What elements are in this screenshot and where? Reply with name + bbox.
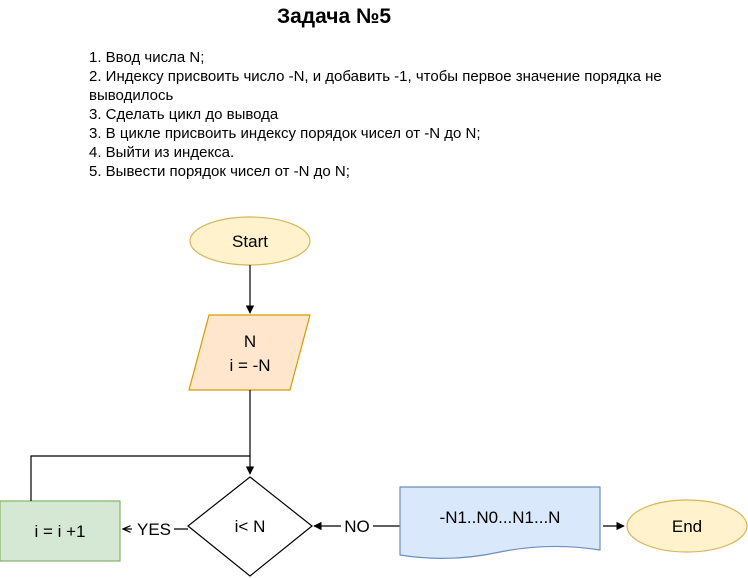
- increment-block: i = i +1: [0, 500, 121, 562]
- input-line-assign: i = -N: [229, 356, 270, 375]
- yes-label-bg: [132, 519, 174, 539]
- end-label: End: [672, 517, 702, 536]
- increment-label: i = i +1: [34, 522, 85, 541]
- step-item: 1. Ввод числа N;: [89, 49, 205, 66]
- no-label: NO: [344, 517, 370, 536]
- decision-label: i< N: [235, 517, 266, 536]
- input-block: N i = -N: [188, 314, 311, 391]
- step-item: 3. Сделать цикл до вывода: [89, 106, 279, 123]
- step-item: 5. Вывести порядок чисел от -N до N;: [89, 163, 350, 180]
- steps-list: 1. Ввод числа N; 2. Индексу присвоить чи…: [89, 48, 699, 181]
- output-label: -N1..N0...N1...N: [440, 508, 561, 527]
- input-line-n: N: [244, 332, 256, 351]
- output-block: -N1..N0...N1...N: [399, 486, 601, 559]
- connector-loop-back: [30, 455, 250, 501]
- yes-label: YES: [137, 520, 171, 539]
- step-item: 2. Индексу присвоить число -N, и добавит…: [89, 68, 662, 104]
- decision-block: i< N: [187, 476, 313, 577]
- end-terminal: End: [626, 499, 748, 553]
- start-terminal: Start: [189, 216, 311, 266]
- no-label-bg: [341, 516, 373, 536]
- step-item: 3. В цикле присвоить индексу порядок чис…: [89, 125, 481, 142]
- page-title: Задача №5: [276, 5, 392, 28]
- step-item: 4. Выйти из индекса.: [89, 144, 235, 161]
- start-label: Start: [232, 232, 268, 251]
